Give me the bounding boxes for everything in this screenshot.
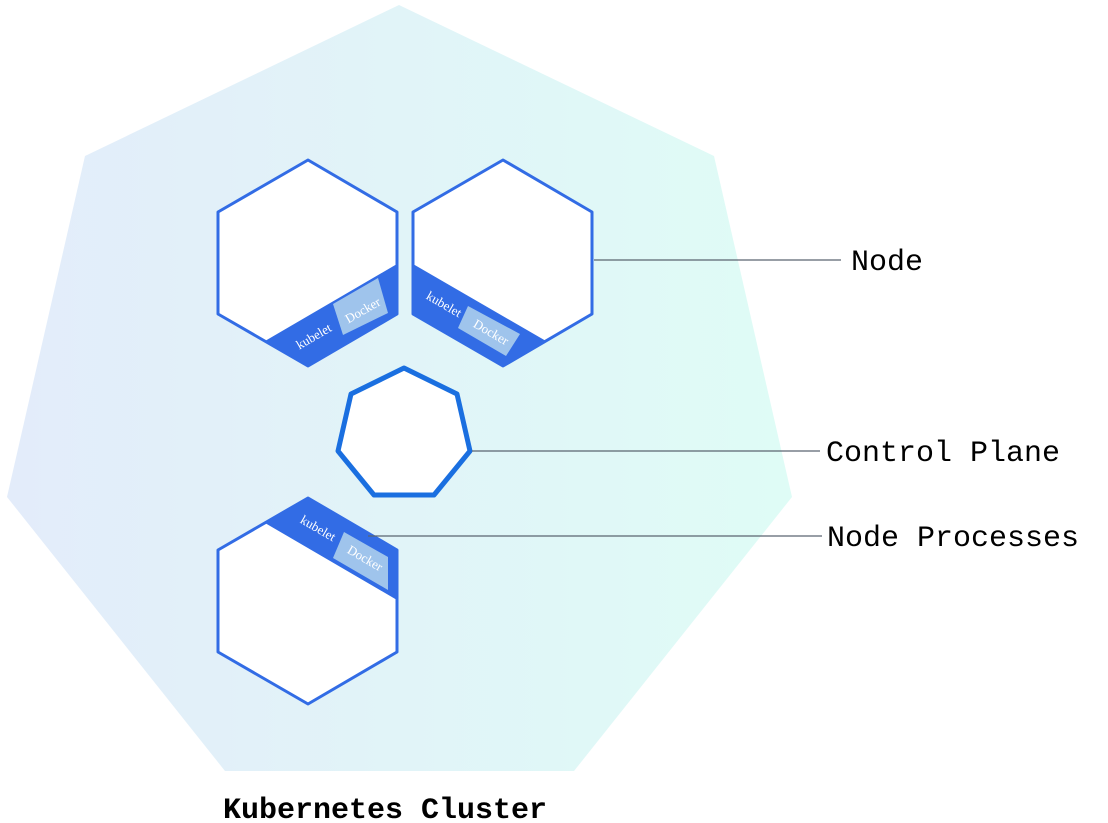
cluster-title: Kubernetes Cluster — [223, 794, 547, 823]
node-label: Node — [851, 246, 923, 280]
control-plane-heptagon — [335, 365, 473, 498]
node-1-docker-box — [333, 278, 388, 335]
node-2: kubelet Docker — [411, 158, 594, 368]
node-3-docker-box — [333, 532, 388, 590]
node-processes-label: Node Processes — [827, 522, 1079, 556]
node-1: kubelet Docker — [216, 158, 399, 368]
control-plane-label: Control Plane — [826, 437, 1060, 471]
node-3: kubelet Docker — [216, 496, 399, 706]
node-2-docker-box — [458, 306, 520, 356]
